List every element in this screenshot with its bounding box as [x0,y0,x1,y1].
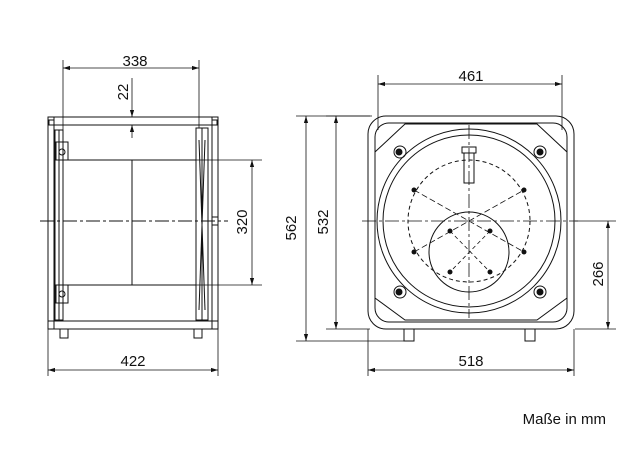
dim-label-side-width-top: 338 [122,53,147,70]
front-plate [374,123,568,321]
front-view [362,115,578,342]
dim-label-side-offset: 22 [115,84,132,101]
dim-label-front-height-right: 266 [590,261,607,286]
front-foot-right [524,328,536,342]
dim-label-front-width-top: 461 [458,68,483,85]
mount-top-left [393,145,407,159]
dim-label-front-width-bottom: 518 [458,353,483,370]
side-bracket-top [55,141,69,161]
side-foot-right [193,328,203,339]
units-note: Maße in mm [522,411,606,428]
terminal-stem [463,152,475,184]
dim-label-front-height-inner: 532 [315,209,332,234]
front-foot-left [403,328,415,342]
dim-label-side-width-bottom: 422 [120,353,145,370]
front-housing-outer [367,115,575,330]
dim-label-front-height-outer: 562 [283,215,300,240]
bolt-dots [395,148,544,296]
mount-bottom-left [393,285,407,299]
dim-label-side-height: 320 [234,209,251,234]
side-view [40,60,262,376]
mount-bottom-right [533,285,547,299]
side-view-frame [47,116,219,330]
front-dimensions [296,75,616,376]
mount-top-right [533,145,547,159]
side-bracket-bottom [55,284,69,304]
side-foot-left [59,328,69,339]
